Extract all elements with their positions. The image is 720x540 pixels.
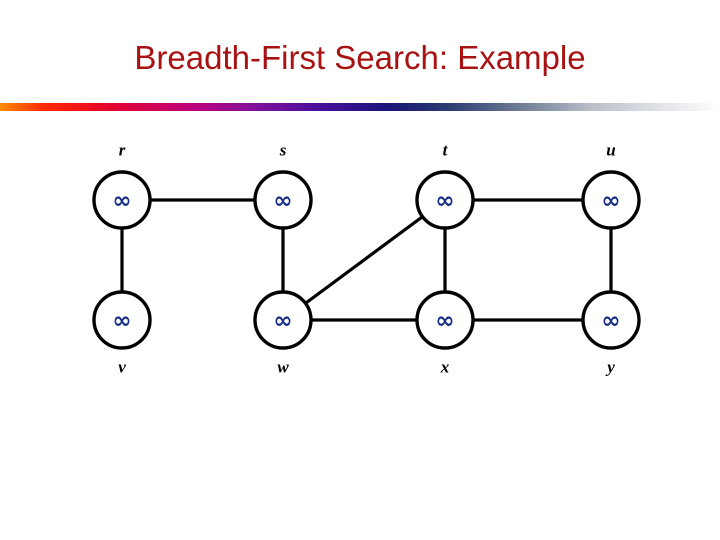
node-circle-x <box>415 290 475 350</box>
node-circle-r <box>92 170 152 230</box>
graph-node-t[interactable]: ∞ <box>415 170 475 230</box>
graph-node-s[interactable]: ∞ <box>253 170 313 230</box>
graph-node-x[interactable]: ∞ <box>415 290 475 350</box>
node-name-label-s: s <box>279 141 287 160</box>
node-distance-value-x: ∞ <box>435 308 454 334</box>
node-circle-t <box>415 170 475 230</box>
node-distance-value-t: ∞ <box>435 188 454 214</box>
node-circle-s <box>253 170 313 230</box>
graph-node-labels: r s t u v w x y <box>118 141 616 377</box>
graph-node-w[interactable]: ∞ <box>253 290 313 350</box>
node-name-label-v: v <box>118 358 126 377</box>
node-circle-y <box>581 290 641 350</box>
graph-edge-w-t <box>302 214 426 306</box>
node-name-label-x: x <box>440 358 450 377</box>
graph-edges <box>120 198 613 322</box>
node-distance-value-y: ∞ <box>601 308 620 334</box>
node-name-label-w: w <box>277 358 289 377</box>
node-distance-value-r: ∞ <box>112 188 131 214</box>
node-distance-value-u: ∞ <box>601 188 620 214</box>
node-circle-v <box>92 290 152 350</box>
node-distance-value-v: ∞ <box>112 308 131 334</box>
node-circle-u <box>581 170 641 230</box>
node-distance-value-s: ∞ <box>273 188 292 214</box>
graph-node-u[interactable]: ∞ <box>581 170 641 230</box>
title-block: Breadth-First Search: Example <box>0 38 720 90</box>
page-title: Breadth-First Search: Example <box>134 39 586 76</box>
node-name-label-y: y <box>605 358 615 377</box>
node-name-label-t: t <box>443 141 449 160</box>
title-divider-rule <box>0 103 720 111</box>
graph-node-y[interactable]: ∞ <box>581 290 641 350</box>
graph-nodes: ∞ ∞ ∞ ∞ ∞ ∞ ∞ ∞ <box>92 170 641 350</box>
node-distance-value-w: ∞ <box>273 308 292 334</box>
node-name-label-u: u <box>606 141 615 160</box>
node-name-label-r: r <box>119 141 126 160</box>
graph-node-r[interactable]: ∞ <box>92 170 152 230</box>
node-circle-w <box>253 290 313 350</box>
graph-node-v[interactable]: ∞ <box>92 290 152 350</box>
